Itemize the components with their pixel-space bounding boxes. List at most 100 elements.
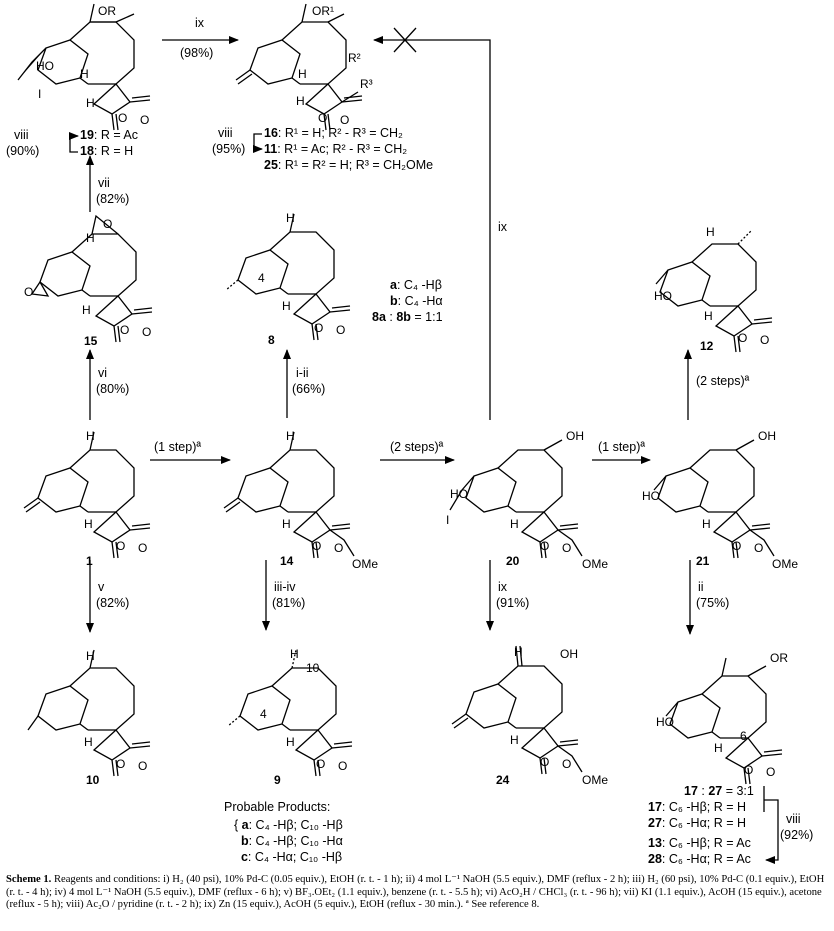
compound-10: 10 bbox=[86, 773, 100, 787]
note-11: 11: R¹ = Ac; R² - R³ = CH₂ bbox=[264, 142, 408, 156]
atom-i: I bbox=[38, 87, 41, 101]
atom-o: O bbox=[116, 757, 125, 771]
atom-h: H bbox=[82, 303, 91, 317]
atom-o: O bbox=[24, 285, 33, 299]
atom-o: O bbox=[540, 755, 549, 769]
atom-h: H bbox=[510, 517, 519, 531]
structure-16-11-25 bbox=[235, 3, 363, 131]
reagent-viii-top-left: viii bbox=[14, 128, 29, 142]
yield-vi: (80%) bbox=[96, 382, 130, 396]
reagent-vii: vii bbox=[98, 176, 110, 190]
arrow-viii-mid bbox=[253, 133, 263, 153]
structure-14 bbox=[223, 431, 355, 559]
atom-or: OR bbox=[98, 4, 116, 18]
structure-9 bbox=[227, 649, 353, 777]
note-17: 17: C₆ -Hβ; R = H bbox=[648, 800, 747, 814]
structure-17-27 bbox=[665, 657, 783, 785]
note-28: 28: C₆ -Hα; R = Ac bbox=[648, 852, 751, 866]
reagent-viii-mid: viii bbox=[218, 126, 233, 140]
compound-14: 14 bbox=[280, 554, 294, 568]
reagent-2-steps-b: (2 steps)ª bbox=[696, 374, 750, 388]
probable-b: b: C₄ -Hβ; C₁₀ -Hα bbox=[240, 834, 343, 848]
reagent-ix-bottom: ix bbox=[498, 580, 508, 594]
arrow-viii-top-left bbox=[69, 132, 79, 153]
note-8a: a: C₄ -Hβ bbox=[390, 278, 442, 292]
yield-ix-top: (98%) bbox=[180, 46, 214, 60]
structure-24 bbox=[451, 645, 583, 775]
atom-ho: HO bbox=[450, 487, 468, 501]
note-25: 25: R¹ = R² = H; R³ = CH₂OMe bbox=[264, 158, 434, 172]
atom-o: O bbox=[334, 541, 343, 555]
probable-a: { a: C₄ -Hβ; C₁₀ -Hβ bbox=[234, 818, 343, 832]
atom-o: O bbox=[138, 759, 147, 773]
atom-o: O bbox=[732, 539, 741, 553]
arrow-ix-vertical bbox=[373, 36, 491, 420]
scheme-caption: Scheme 1. Reagents and conditions: i) H₂… bbox=[6, 874, 828, 912]
atom-o: O bbox=[562, 757, 571, 771]
probable-products-title: Probable Products: bbox=[224, 800, 331, 814]
atom-ome: OMe bbox=[582, 557, 608, 571]
atom-h: H bbox=[714, 741, 723, 755]
atom-h: H bbox=[702, 517, 711, 531]
atom-o: O bbox=[336, 323, 345, 337]
atom-h: H bbox=[80, 67, 89, 81]
caption-text: Reagents and conditions: i) H₂ (40 psi),… bbox=[6, 874, 825, 911]
yield-viii-top-left: (90%) bbox=[6, 144, 40, 158]
reagent-1-step-b: (1 step)ª bbox=[598, 440, 646, 454]
atom-h: H bbox=[86, 231, 95, 245]
atom-o: O bbox=[744, 763, 753, 777]
compound-12: 12 bbox=[700, 339, 714, 353]
atom-h: H bbox=[286, 429, 295, 443]
compound-24: 24 bbox=[496, 773, 510, 787]
atom-h: H bbox=[704, 309, 713, 323]
atom-oh: OH bbox=[566, 429, 584, 443]
reagent-viii-bottom: viii bbox=[786, 812, 801, 826]
structure-1 bbox=[23, 431, 151, 559]
structure-21 bbox=[653, 439, 775, 559]
reagent-ix-vertical: ix bbox=[498, 220, 508, 234]
atom-h: H bbox=[510, 733, 519, 747]
atom-o: O bbox=[142, 325, 151, 339]
yield-vii: (82%) bbox=[96, 192, 130, 206]
atom-o: O bbox=[316, 757, 325, 771]
note-16: 16: R¹ = H; R² - R³ = CH₂ bbox=[264, 126, 403, 140]
atom-o: O bbox=[738, 331, 747, 345]
atom-ho: HO bbox=[642, 489, 660, 503]
atom-o: O bbox=[116, 539, 125, 553]
atom-o: O bbox=[760, 333, 769, 347]
note-27: 27: C₆ -Hα; R = H bbox=[648, 816, 747, 830]
structure-20 bbox=[449, 439, 583, 559]
atom-ome: OMe bbox=[582, 773, 608, 787]
structure-10 bbox=[27, 649, 151, 777]
reagent-v: v bbox=[98, 580, 105, 594]
atom-h: H bbox=[706, 225, 715, 239]
note-17-27-ratio: 17 : 27 = 3:1 bbox=[684, 784, 754, 798]
atom-o: O bbox=[120, 323, 129, 337]
atom-o: O bbox=[562, 541, 571, 555]
reagent-2-steps-a: (2 steps)ª bbox=[390, 440, 444, 454]
atom-ome: OMe bbox=[772, 557, 798, 571]
atom-o: O bbox=[754, 541, 763, 555]
atom-i: I bbox=[446, 513, 449, 527]
structure-8 bbox=[225, 213, 351, 341]
atom-o: O bbox=[140, 113, 149, 127]
arrow-viii-bottom bbox=[764, 799, 779, 864]
atom-h: H bbox=[286, 735, 295, 749]
atom-o: O bbox=[338, 759, 347, 773]
yield-ix-bottom: (91%) bbox=[496, 596, 530, 610]
reagent-ii: ii bbox=[698, 580, 704, 594]
atom-o: O bbox=[138, 541, 147, 555]
atom-h: H bbox=[282, 299, 291, 313]
reagent-iii-iv: iii-iv bbox=[274, 580, 296, 594]
compound-15: 15 bbox=[84, 334, 98, 348]
atom-ho: HO bbox=[656, 715, 674, 729]
atom-ho: HO bbox=[36, 59, 54, 73]
atom-o: O bbox=[103, 217, 112, 231]
note-13: 13: C₆ -Hβ; R = Ac bbox=[648, 836, 751, 850]
atom-o: O bbox=[318, 111, 327, 125]
atom-h: H bbox=[296, 94, 305, 108]
atom-h: H bbox=[86, 429, 95, 443]
atom-c6: 6 bbox=[740, 729, 747, 743]
note-8b: b: C₄ -Hα bbox=[390, 294, 443, 308]
